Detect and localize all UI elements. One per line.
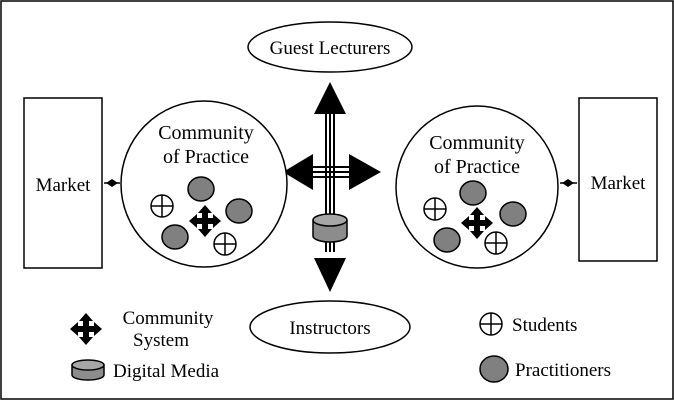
- legend: Community System Digital Media Students …: [70, 308, 611, 383]
- guest-lecturers-node: Guest Lecturers: [247, 21, 413, 73]
- guest-lecturers-label: Guest Lecturers: [270, 38, 391, 59]
- student-icon: [150, 194, 174, 218]
- central-four-way-arrow: [283, 82, 381, 292]
- right-cop-title-line1: Community: [429, 132, 525, 154]
- student-icon: [484, 231, 508, 255]
- arrow-right-head: [349, 154, 381, 190]
- left-market-label: Market: [36, 175, 92, 196]
- legend-students-icon: [479, 312, 503, 336]
- practitioner-icon: [225, 198, 253, 224]
- arrow-left-head: [283, 154, 313, 190]
- practitioner-icon: [459, 180, 487, 206]
- left-market-node: Market: [23, 97, 103, 269]
- legend-practitioners-label: Practitioners: [515, 360, 611, 381]
- right-community-of-practice: Community of Practice: [395, 105, 559, 269]
- arrow-up-head: [314, 82, 346, 114]
- right-market-connector: [560, 179, 577, 187]
- legend-community-system-line1: Community: [123, 308, 214, 329]
- left-community-of-practice: Community of Practice: [120, 100, 288, 268]
- left-cop-title-line2: of Practice: [163, 146, 249, 168]
- arrow-down-head: [314, 258, 346, 292]
- legend-community-system-line2: System: [133, 330, 189, 351]
- legend-digital-media-label: Digital Media: [113, 361, 220, 382]
- legend-students-label: Students: [512, 315, 577, 336]
- practitioner-icon: [161, 224, 189, 250]
- practitioner-icon: [433, 227, 461, 253]
- right-cop-title-line2: of Practice: [434, 156, 520, 178]
- instructors-node: Instructors: [249, 300, 411, 354]
- student-icon: [213, 232, 237, 256]
- right-market-node: Market: [578, 97, 658, 262]
- practitioner-icon: [187, 176, 215, 202]
- instructors-label: Instructors: [289, 318, 370, 339]
- legend-digital-media-icon: [71, 359, 105, 381]
- student-icon: [423, 197, 447, 221]
- legend-practitioners-icon: [479, 355, 509, 383]
- practitioner-icon: [499, 201, 527, 227]
- central-digital-media-icon: [312, 213, 348, 243]
- right-market-label: Market: [591, 173, 647, 194]
- left-market-connector: [104, 179, 120, 187]
- left-cop-title-line1: Community: [158, 122, 254, 144]
